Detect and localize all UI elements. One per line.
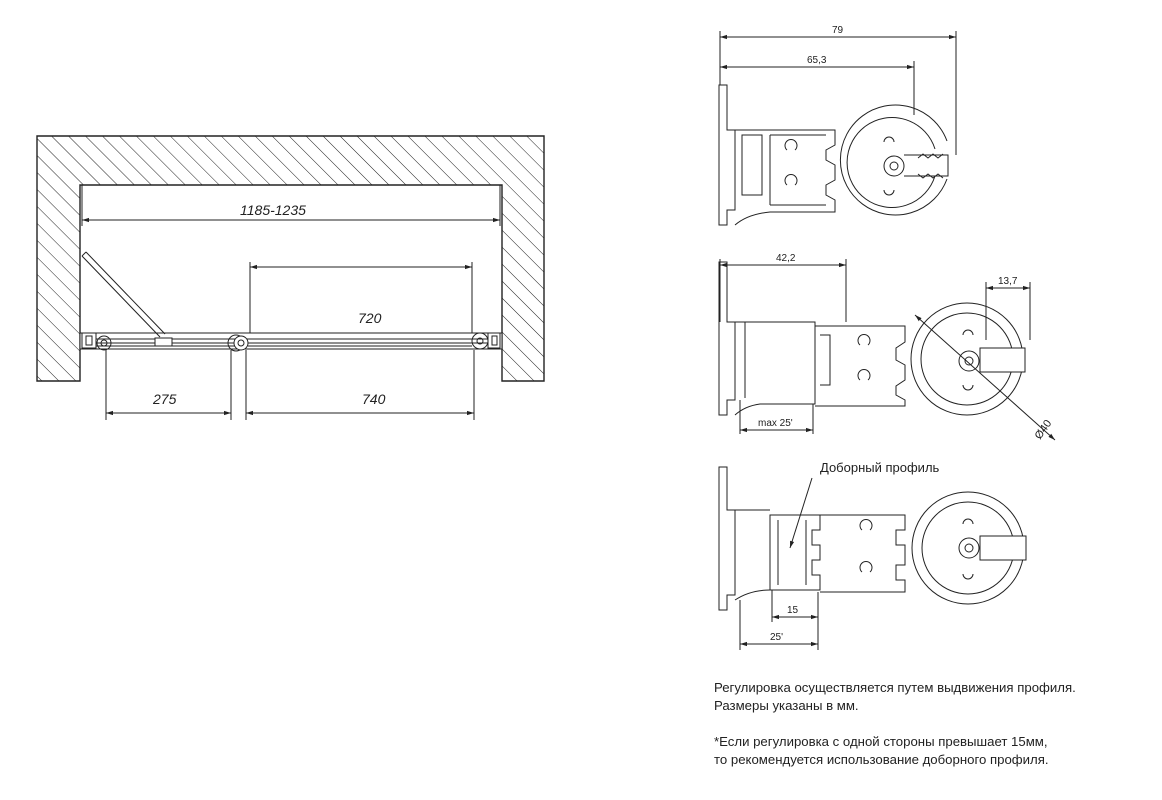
plan-view: [36, 135, 545, 420]
dim-13-label: 13,7: [998, 276, 1018, 287]
note-line-3: *Если регулировка с одной стороны превыш…: [714, 734, 1048, 749]
dim-total-label: 1185-1235: [240, 202, 306, 218]
dim-42-label: 42,2: [776, 253, 796, 264]
notes-block: Регулировка осуществляется путем выдвиже…: [714, 679, 1154, 769]
wall-niche: [36, 135, 545, 382]
dim-15-label: 15: [787, 605, 799, 616]
dim-79-label: 79: [832, 25, 844, 36]
dim-d40-label: Ø40: [1033, 418, 1055, 442]
note-line-1: Регулировка осуществляется путем выдвиже…: [714, 680, 1076, 695]
extension-profile-label: Доборный профиль: [820, 460, 940, 475]
dim-720-label: 720: [358, 310, 382, 326]
dim-740-label: 740: [362, 391, 386, 407]
dim-max25-label: max 25': [758, 418, 793, 429]
note-line-4: то рекомендуется использование доборного…: [714, 752, 1049, 767]
profile-bottom: [718, 466, 1027, 650]
profile-middle: [718, 259, 1056, 441]
note-line-2: Размеры указаны в мм.: [714, 698, 859, 713]
dim-25-label: 25': [770, 632, 783, 643]
dim-275-label: 275: [152, 391, 177, 407]
dim-65-label: 65,3: [807, 55, 827, 66]
profile-top: [718, 31, 957, 226]
